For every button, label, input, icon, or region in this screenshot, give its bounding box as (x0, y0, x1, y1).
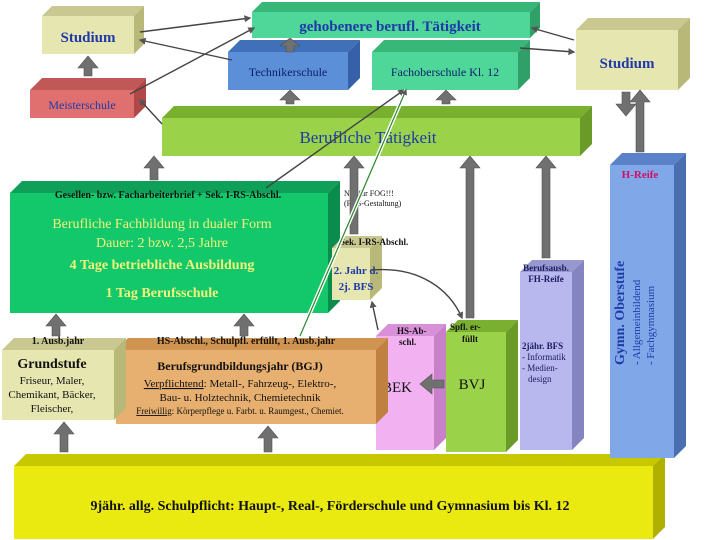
gehobenere-label: gehobenere berufl. Tätigkeit (299, 19, 481, 35)
gymnasium-title: Gymn. Oberstufe (613, 261, 628, 365)
gymnasium-line2: - Fachgymnasium (645, 285, 657, 365)
dual-box: Gesellen- bzw. Facharbeiterbrief + Sek. … (10, 181, 340, 313)
dual-header: Gesellen- bzw. Facharbeiterbrief + Sek. … (55, 190, 282, 201)
bfs-box: Sek. I-RS-Abschl. 2. Jahr d. 2j. BFS (332, 236, 408, 300)
bgj-frei-label: Freiwillig (136, 406, 172, 416)
dual-line1: Berufliche Fachbildung in dualer Form (52, 217, 271, 232)
grundstufe-line1: Friseur, Maler, (20, 375, 85, 387)
line-fachober-studium (519, 47, 576, 56)
berufliche-taetigkeit-box: Berufliche Tätigkeit (162, 106, 592, 156)
arrow-grund-dual (45, 313, 67, 337)
bgj-line2: Bau- u. Holztechnik, Chemietechnik (160, 392, 321, 404)
schulpflicht-box: 9jähr. allg. Schulpflicht: Haupt-, Real-… (14, 454, 665, 539)
grundstufe-box: 1. Ausb.jahr Grundstufe Friseur, Maler, … (2, 336, 126, 420)
studium-left-box: Studium (42, 6, 144, 54)
bfs2-header2: FH-Reife (528, 274, 563, 284)
grundstufe-line2: Chemikant, Bäcker, (8, 389, 95, 401)
studium-right-label: Studium (599, 56, 655, 72)
fachoberschule-label: Fachoberschule Kl. 12 (391, 65, 499, 79)
bfs-header: Sek. I-RS-Abschl. (340, 237, 408, 247)
gymnasium-line1: - Allgemeinbildend (631, 279, 643, 365)
arrow-dual-berufl (143, 155, 165, 181)
dual-line4: 1 Tag Berufsschule (106, 286, 219, 301)
bgj-frei-text: : Körperpflege u. Farbt. u. Raumgest., C… (172, 406, 344, 416)
arrow-studium-berufl (615, 91, 637, 117)
line-berufl-meister (139, 98, 163, 125)
line-bfs-bvj (371, 268, 464, 320)
bgj-line1: Verpflichtend: Metall-, Fahrzeug-, Elekt… (144, 378, 337, 390)
bgj-box: HS-Abschl., Schulpfl. erfüllt, 1. Ausb.j… (116, 336, 388, 424)
line-techniker-studium (138, 37, 233, 61)
line-bek-bfs (369, 300, 379, 331)
dual-line3: 4 Tage betriebliche Ausbildung (70, 258, 255, 273)
gymnasium-header: H-Reife (622, 169, 659, 181)
arrow-sp-bgj (257, 425, 279, 453)
studium-right-box: Studium (576, 18, 690, 90)
schulpflicht-label: 9jähr. allg. Schulpflicht: Haupt-, Real-… (90, 499, 569, 514)
bgj-verpf-label: Verpflichtend (144, 378, 204, 390)
bgj-verpf-text: : Metall-, Fahrzeug-, Elektro-, (204, 378, 337, 390)
bek-box: HS-Ab- schl. BEK (376, 324, 446, 450)
bvj-box: Spfl. er- füllt BVJ (446, 320, 518, 452)
grundstufe-line3: Fleischer, (31, 403, 74, 415)
grundstufe-title: Grundstufe (17, 357, 86, 372)
grundstufe-header: 1. Ausb.jahr (32, 336, 85, 347)
fog-note-line1: Nur für FOG!!! (344, 189, 394, 198)
arrow-techniker-gehobenere (279, 37, 301, 53)
bfs2-line2: - Informatik (522, 352, 566, 362)
bfs2-line1: 2jähr. BFS (522, 341, 563, 351)
arrow-gym-studium (629, 89, 651, 153)
bgj-line3: Freiwillig: Körperpflege u. Farbt. u. Ra… (136, 406, 343, 416)
line-studium-gehobenere (139, 15, 252, 33)
fog-note-line2: (FOS-Gestaltung) (344, 199, 402, 208)
meisterschule-box: Meisterschule (30, 78, 146, 118)
bvj-label: BVJ (459, 377, 486, 393)
arrow-sp-grund (53, 421, 75, 453)
arrow-bgj-dual (233, 313, 255, 337)
line-fog (299, 88, 407, 337)
bfs2-box: Berufsausb. FH-Reife 2jähr. BFS - Inform… (520, 260, 584, 450)
gymnasium-box: H-Reife Gymn. Oberstufe - Allgemeinbilde… (610, 153, 686, 458)
studium-left-label: Studium (60, 30, 116, 46)
bfs2-line3: - Medien- (522, 363, 558, 373)
arrow-bvj-bek (419, 373, 445, 395)
bfs-line1: 2. Jahr d. (334, 265, 379, 277)
bvj-header1: Spfl. er- (450, 322, 481, 332)
dual-line2: Dauer: 2 bzw. 2,5 Jahre (96, 236, 228, 251)
line-meister-gehobenere (129, 27, 256, 95)
bfs2-header1: Berufsausb. (523, 263, 569, 273)
arrow-bfs2-berufl (535, 155, 557, 259)
line-dual-techniker (265, 89, 406, 189)
bfs2-line4: design (528, 374, 552, 384)
berufliche-taetigkeit-label: Berufliche Tätigkeit (299, 128, 436, 147)
technikerschule-box: Technikerschule (228, 40, 360, 90)
arrow-berufl-techniker (279, 89, 301, 105)
arrow-bvj-berufl (459, 155, 481, 319)
arrow-berufl-fachober (435, 89, 457, 105)
fachoberschule-box: Fachoberschule Kl. 12 (372, 40, 530, 90)
gehobenere-box: gehobenere berufl. Tätigkeit (252, 2, 540, 38)
technikerschule-label: Technikerschule (249, 65, 327, 79)
meisterschule-label: Meisterschule (48, 98, 115, 112)
bgj-title: Berufsgrundbildungsjahr (BGJ) (157, 359, 323, 373)
bfs-line2: 2j. BFS (339, 281, 374, 293)
bek-header1: HS-Ab- (397, 326, 427, 336)
bgj-header: HS-Abschl., Schulpfl. erfüllt, 1. Ausb.j… (157, 336, 336, 347)
arrow-bfs-berufl (343, 155, 365, 235)
bek-label: BEK (382, 380, 412, 396)
bvj-header2: füllt (462, 334, 478, 344)
arrow-meister-studium (77, 55, 99, 77)
bek-header2: schl. (399, 337, 416, 347)
line-studium-gehobenere-right (530, 26, 575, 41)
